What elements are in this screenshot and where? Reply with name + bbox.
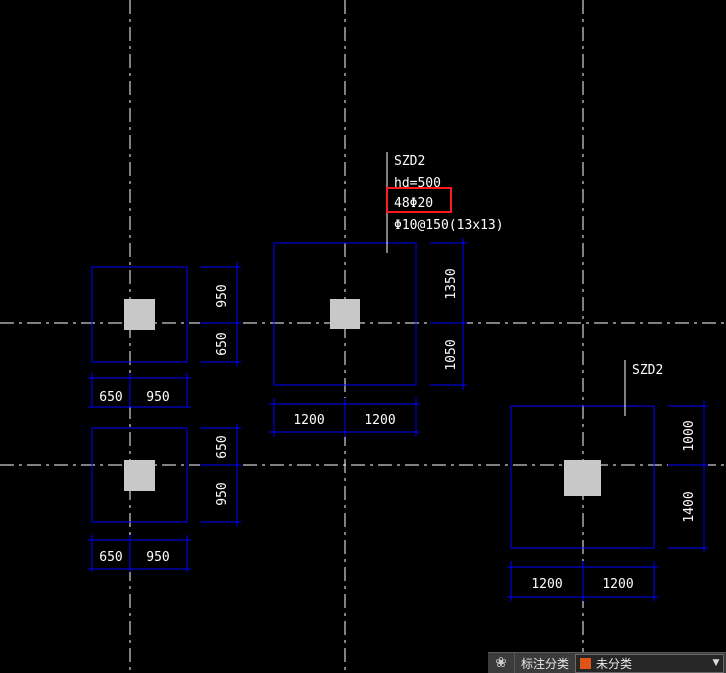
dimension-text: 950 [215,482,230,505]
dimension-bottom [88,373,191,408]
footing-outline [510,405,655,549]
category-label: 标注分类 [521,656,570,671]
footing-left-top[interactable]: 650 950 950 650 [88,262,241,408]
footing-outline [91,427,188,523]
dimension-text: 1200 [531,577,562,592]
dimension-bottom [269,398,420,437]
dimension-text: 650 [215,435,230,458]
stirrup-label: Φ10@150(13x13) [394,218,504,233]
dimension-right [200,424,241,526]
dimension-right [668,401,708,553]
chevron-down-icon[interactable]: ▼ [712,658,720,668]
footing-name-label: SZD2 [394,154,425,169]
dimension-text: 1400 [682,491,697,522]
dimension-text: 650 [99,390,122,405]
dimension-text: 650 [215,332,230,355]
footing-center[interactable]: SZD2 hd=500 48Φ20 Φ10@150(13x13) 1200 12… [269,152,504,437]
dimension-text: 1200 [293,413,324,428]
rebar-label[interactable]: 48Φ20 [394,196,433,211]
dimension-right [430,238,467,390]
dimension-bottom [88,535,191,572]
category-select[interactable]: 未分类 ▼ [575,653,724,673]
dimension-text: 950 [215,284,230,307]
column-block [564,460,601,496]
dimension-text: 650 [99,550,122,565]
footing-outline [273,242,417,386]
selection-highlight-box [386,187,452,213]
dimension-text: 1200 [602,577,633,592]
dimension-text: 1000 [682,420,697,451]
annotation-category-toolbar: ❀ 标注分类 未分类 ▼ [488,652,726,673]
category-color-swatch [580,657,592,669]
column-block [124,460,155,491]
dimension-text: 1050 [444,339,459,370]
dimension-text: 950 [146,390,169,405]
dimension-text: 1350 [444,268,459,299]
column-block [330,299,360,329]
footing-name-label: SZD2 [632,363,663,378]
dimension-text: 1200 [364,413,395,428]
dimension-text: 950 [146,550,169,565]
dimension-right [200,262,241,366]
dimension-bottom [507,561,658,601]
component-group-icon[interactable]: ❀ [488,653,515,673]
category-value: 未分类 [596,656,633,671]
footing-left-bottom[interactable]: 650 950 650 950 [88,424,241,572]
footing-right[interactable]: SZD2 1200 1200 1000 1400 [507,360,708,601]
column-block [124,299,155,330]
footing-outline [91,266,188,363]
